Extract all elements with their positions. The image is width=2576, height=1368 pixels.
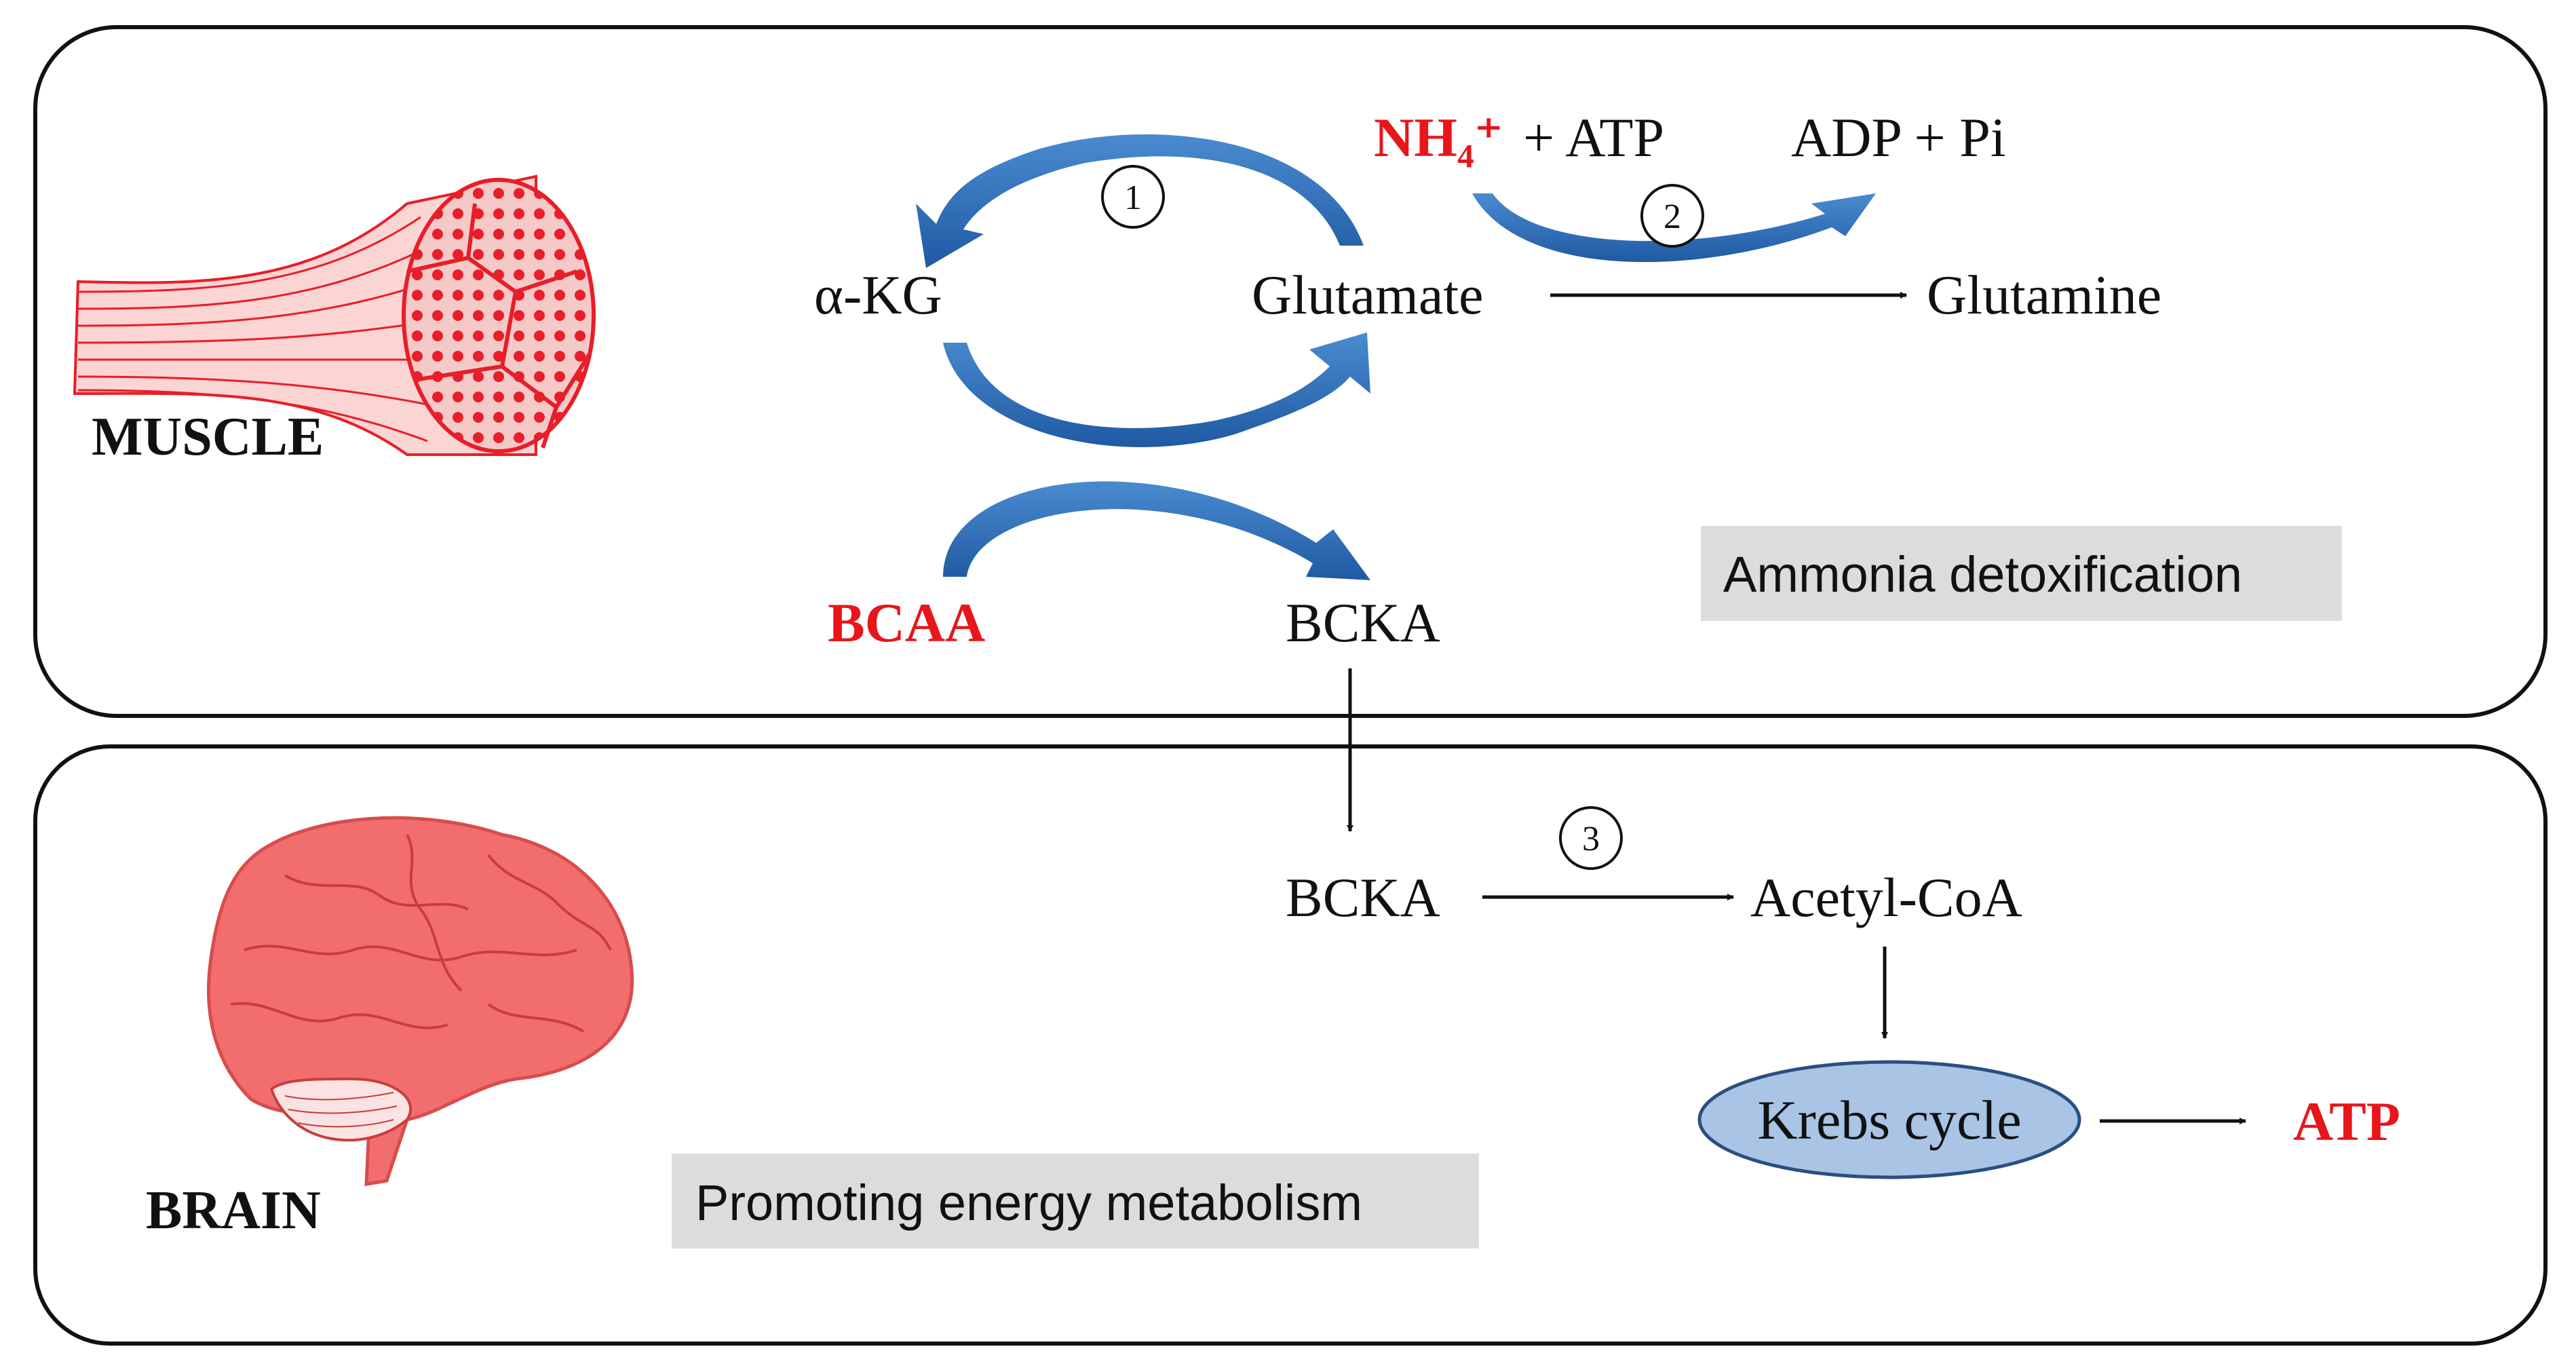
muscle-label: MUSCLE bbox=[92, 407, 324, 467]
step-1-marker: 1 bbox=[1101, 165, 1165, 229]
alpha-kg-label: α-KG bbox=[814, 264, 942, 326]
bcka-muscle-label: BCKA bbox=[1286, 592, 1440, 653]
krebs-cycle-node bbox=[1697, 1060, 2081, 1179]
step-2-marker: 2 bbox=[1640, 184, 1704, 248]
ammonia-detox-tag-bg bbox=[1701, 526, 2342, 621]
atp-label: ATP bbox=[2293, 1090, 2400, 1152]
glutamine-label: Glutamine bbox=[1927, 264, 2161, 326]
energy-metabolism-tag: Promoting energy metabolism bbox=[695, 1175, 1362, 1231]
bcaa-transamination-arrow bbox=[943, 481, 1370, 580]
brain-panel-frame bbox=[33, 744, 2548, 1346]
glutamate-label: Glutamate bbox=[1252, 264, 1484, 326]
alpha-kg-glutamate-cycle bbox=[916, 134, 1370, 447]
ammonia-fixation-arrow bbox=[1472, 193, 1876, 263]
acetyl-coa-label: Acetyl-CoA bbox=[1750, 867, 2022, 928]
nh4-label: NH₄⁺ bbox=[1374, 107, 1503, 168]
cycle-lower-arrow bbox=[943, 332, 1370, 447]
step-3-marker: 3 bbox=[1559, 806, 1623, 870]
step-1-number: 1 bbox=[1124, 178, 1142, 217]
muscle-icon bbox=[73, 174, 596, 456]
step-2-number: 2 bbox=[1664, 197, 1681, 236]
krebs-cycle-label: Krebs cycle bbox=[1757, 1089, 2021, 1151]
brain-icon bbox=[207, 816, 634, 1186]
brain-panel: BRAIN 3 BCKA Acetyl-CoA Krebs cycle ATP … bbox=[33, 744, 2548, 1346]
muscle-panel-frame bbox=[33, 25, 2548, 718]
step-3-number: 3 bbox=[1582, 820, 1600, 858]
cycle-upper-arrow bbox=[916, 134, 1364, 268]
ammonia-detox-tag: Ammonia detoxification bbox=[1723, 546, 2242, 603]
brain-label: BRAIN bbox=[146, 1181, 321, 1240]
energy-metabolism-tag-bg bbox=[672, 1154, 1479, 1249]
muscle-panel: MUSCLE 1 2 α-KG Glutamate Glutamine NH₄⁺… bbox=[33, 25, 2548, 718]
plus-atp-label: + ATP bbox=[1523, 107, 1664, 168]
adp-pi-label: ADP + Pi bbox=[1791, 107, 2006, 168]
bcka-brain-label: BCKA bbox=[1286, 867, 1440, 928]
bcaa-label: BCAA bbox=[828, 592, 985, 653]
